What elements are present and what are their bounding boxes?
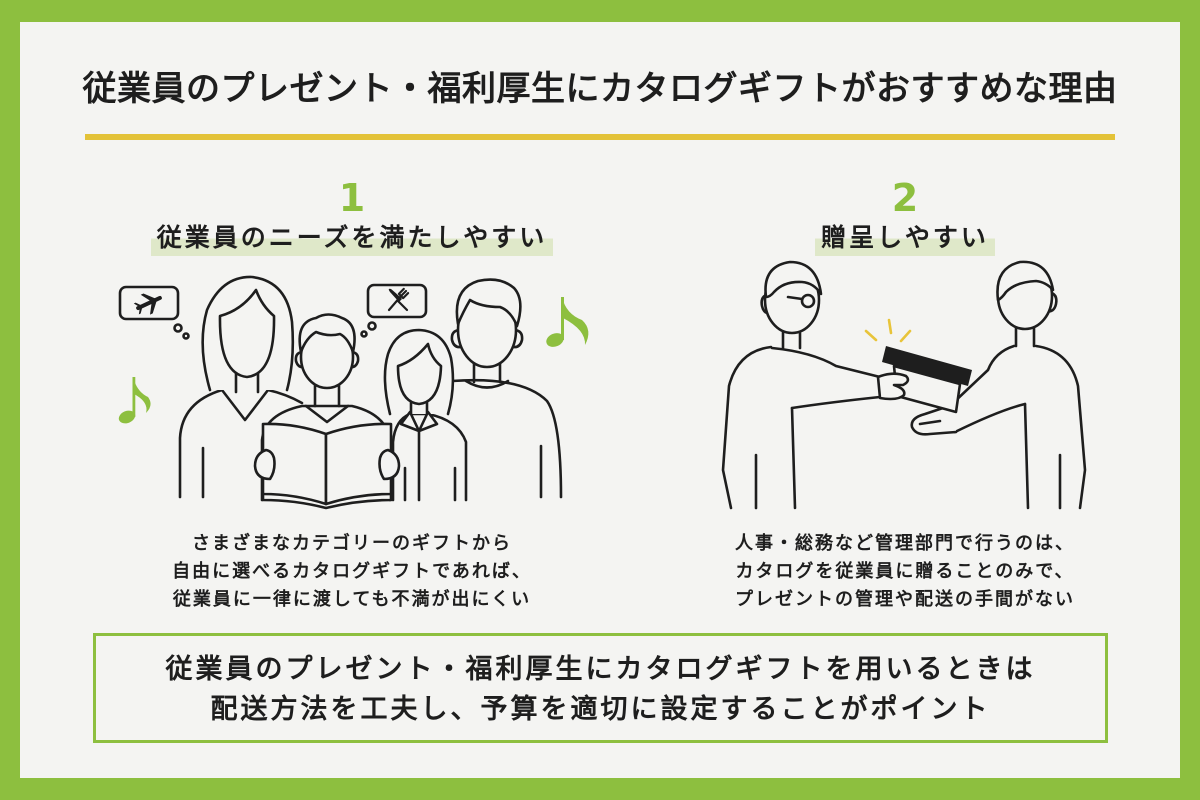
- receiver-hands: [910, 402, 958, 436]
- airplane-icon: [133, 293, 162, 315]
- music-note-icon: [546, 297, 589, 347]
- fork-knife-icon: [387, 287, 410, 312]
- summary-line: 従業員のプレゼント・福利厚生にカタログギフトを用いるときは: [165, 654, 1036, 685]
- girl-figure: [383, 328, 468, 502]
- reason-2-heading: 贈呈しやすい: [815, 220, 995, 256]
- employees-illustration: [118, 275, 589, 510]
- reason-1-heading: 従業員のニーズを満たしやすい: [150, 220, 554, 256]
- receiver-figure: [950, 260, 1087, 510]
- reason-1-number: 1: [338, 176, 366, 220]
- reason-2-header: 2 贈呈しやすい: [645, 176, 1165, 259]
- summary-box: 従業員のプレゼント・福利厚生にカタログギフトを用いるときは 配送方法を工夫し、予…: [93, 633, 1108, 743]
- boy-hands: [253, 448, 401, 481]
- reason-1-heading-wrap: 従業員のニーズを満たしやすい: [92, 220, 612, 259]
- reason-2-heading-wrap: 贈呈しやすい: [645, 220, 1165, 259]
- content-panel: [20, 22, 1180, 778]
- page-title: 従業員のプレゼント・福利厚生にカタログギフトがおすすめな理由: [82, 69, 1118, 109]
- description-line: 自由に選べるカタログギフトであれば、: [172, 561, 532, 582]
- description-line: 人事・総務など管理部門で行うのは、: [735, 533, 1075, 554]
- description-line: プレゼントの管理や配送の手間がない: [735, 589, 1075, 610]
- catalog-book: [261, 422, 393, 510]
- reason-2-description: 人事・総務など管理部門で行うのは、 カタログを従業員に贈ることのみで、 プレゼン…: [645, 530, 1165, 614]
- reason-1-header: 1 従業員のニーズを満たしやすい: [92, 176, 612, 259]
- giver-hand: [876, 372, 910, 401]
- glasses-icon: [786, 293, 816, 309]
- reason-2-number: 2: [891, 176, 919, 220]
- food-thought-bubble: [360, 283, 428, 338]
- description-line: さまざまなカテゴリーのギフトから: [192, 533, 512, 554]
- gift-handover-illustration: [721, 260, 1087, 510]
- giver-figure: [721, 260, 882, 510]
- summary-line: 配送方法を工夫し、予算を適切に設定することがポイント: [210, 694, 991, 725]
- description-line: カタログを従業員に贈ることのみで、: [735, 561, 1075, 582]
- travel-thought-bubble: [118, 285, 190, 340]
- description-line: 従業員に一律に渡しても不満が出にくい: [172, 589, 532, 610]
- title-underline: [85, 134, 1115, 140]
- music-note-icon: [118, 377, 151, 424]
- sparkle-icon: [864, 318, 912, 343]
- woman-figure: [178, 275, 304, 499]
- man-figure: [418, 278, 563, 499]
- reason-1-description: さまざまなカテゴリーのギフトから 自由に選べるカタログギフトであれば、 従業員に…: [92, 530, 612, 614]
